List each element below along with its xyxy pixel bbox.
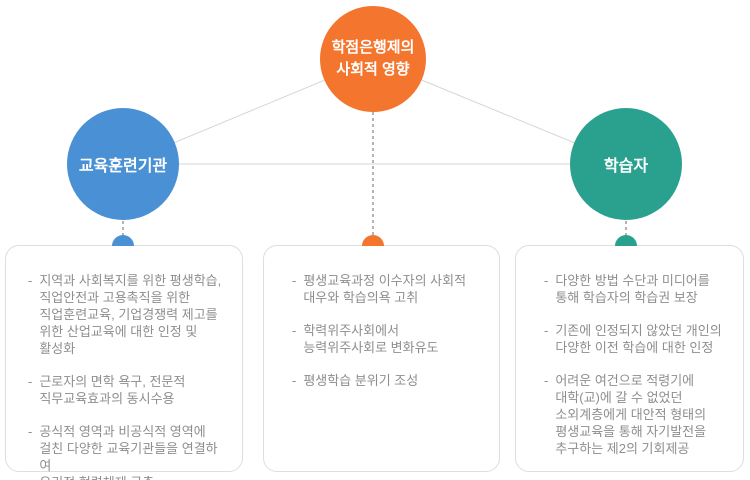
bullet-item: - 다양한 방법 수단과 미디어를 통해 학습자의 학습권 보장: [544, 272, 729, 306]
bullet-text: 공식적 영역과 비공식적 영역에 걸친 다양한 교육기관들을 연결하여 유기적 …: [39, 424, 218, 480]
bullet-item: - 평생교육과정 이수자의 사회적 대우와 학습의욕 고취: [292, 272, 485, 306]
bullet-dash: -: [28, 273, 33, 288]
detail-box-right: - 다양한 방법 수단과 미디어를 통해 학습자의 학습권 보장 - 기존에 인…: [515, 245, 744, 472]
bullet-item: - 근로자의 면학 욕구, 전문적 직무교육효과의 동시수용: [28, 373, 228, 407]
connector-dot-right: [615, 235, 637, 246]
bullet-item: - 기존에 인정되지 않았던 개인의 다양한 이전 학습에 대한 인정: [544, 322, 729, 356]
bullet-text: 다양한 방법 수단과 미디어를 통해 학습자의 학습권 보장: [555, 273, 710, 305]
bullet-dash: -: [28, 424, 33, 439]
node-left-circle: 교육훈련기관: [67, 108, 179, 220]
bullet-item: - 평생학습 분위기 조성: [292, 372, 485, 389]
connector-dot-left: [112, 235, 134, 246]
bullet-dash: -: [292, 273, 297, 288]
bullet-dash: -: [292, 373, 297, 388]
bullet-dash: -: [544, 373, 549, 388]
bullet-item: - 학력위주사회에서 능력위주사회로 변화유도: [292, 322, 485, 356]
bullet-text: 평생교육과정 이수자의 사회적 대우와 학습의욕 고취: [303, 273, 467, 305]
node-right-circle: 학습자: [570, 108, 682, 220]
detail-box-left: - 지역과 사회복지를 위한 평생학습, 직업안전과 고용촉직을 위한 직업훈련…: [5, 245, 243, 480]
bullet-dash: -: [292, 323, 297, 338]
bullet-dash: -: [544, 273, 549, 288]
node-root-label: 학점은행제의 사회적 영향: [331, 39, 415, 78]
bullet-item: - 어려운 여건으로 적령기에 대학(교)에 갈 수 없었던 소외계층에게 대안…: [544, 372, 729, 457]
node-right-label: 학습자: [603, 158, 649, 175]
bullet-text: 근로자의 면학 욕구, 전문적 직무교육효과의 동시수용: [39, 374, 186, 406]
bullet-text: 기존에 인정되지 않았던 개인의 다양한 이전 학습에 대한 인정: [555, 323, 722, 355]
bullet-item: - 지역과 사회복지를 위한 평생학습, 직업안전과 고용촉직을 위한 직업훈련…: [28, 272, 228, 357]
bullet-item: - 공식적 영역과 비공식적 영역에 걸친 다양한 교육기관들을 연결하여 유기…: [28, 423, 228, 480]
bullet-text: 어려운 여건으로 적령기에 대학(교)에 갈 수 없었던 소외계층에게 대안적 …: [555, 373, 707, 456]
bullet-text: 학력위주사회에서 능력위주사회로 변화유도: [303, 323, 439, 355]
bullet-dash: -: [544, 323, 549, 338]
bullet-dash: -: [28, 374, 33, 389]
bullet-text: 평생학습 분위기 조성: [303, 373, 419, 388]
bullet-text: 지역과 사회복지를 위한 평생학습, 직업안전과 고용촉직을 위한 직업훈련교육…: [39, 273, 222, 356]
detail-box-center: - 평생교육과정 이수자의 사회적 대우와 학습의욕 고취 - 학력위주사회에서…: [263, 245, 500, 472]
node-root-circle: 학점은행제의 사회적 영향: [320, 6, 426, 112]
node-left-label: 교육훈련기관: [78, 158, 168, 175]
connector-dot-center: [362, 235, 384, 246]
